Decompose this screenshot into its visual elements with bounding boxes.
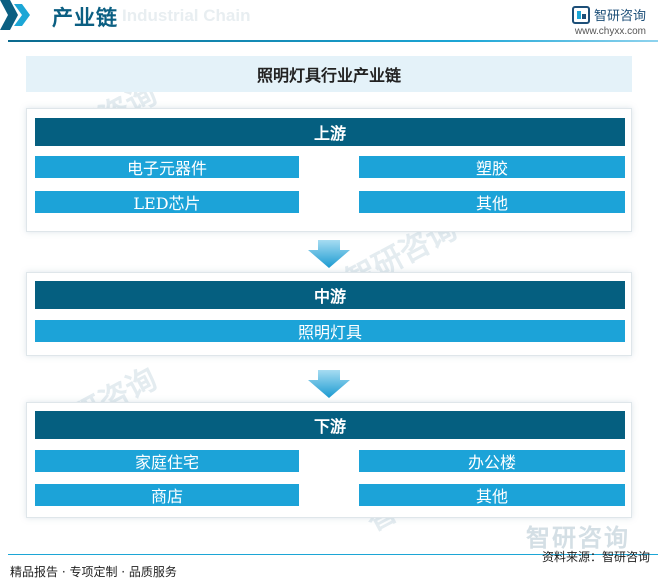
source-note: 资料来源：智研咨询 <box>541 550 650 564</box>
downstream-panel: 下游 家庭住宅 办公楼 商店 其他 <box>26 402 632 518</box>
upstream-item: 其他 <box>359 191 625 213</box>
midstream-panel: 中游 照明灯具 <box>26 272 632 356</box>
footer-divider <box>8 554 658 555</box>
brand-logo-icon <box>571 5 590 24</box>
footer-watermark: 智研咨询 <box>526 524 630 552</box>
downstream-item: 其他 <box>359 484 625 506</box>
upstream-item: LED芯片 <box>35 191 299 213</box>
upstream-item: 塑胶 <box>359 156 625 178</box>
page-title: 产业链 <box>52 6 118 30</box>
downstream-item: 商店 <box>35 484 299 506</box>
footer-tagline: 精品报告 · 专项定制 · 品质服务 <box>10 565 177 579</box>
header-watermark: Industrial Chain <box>122 6 251 25</box>
upstream-label: 上游 <box>35 118 625 146</box>
downstream-label: 下游 <box>35 411 625 439</box>
flow-arrow-icon <box>308 240 350 268</box>
downstream-item: 办公楼 <box>359 450 625 472</box>
header-divider <box>8 40 658 42</box>
flow-arrow-icon <box>308 370 350 398</box>
header-accent-chevrons <box>0 0 30 30</box>
brand-name: 智研咨询 <box>593 9 646 24</box>
brand: 智研咨询 <box>571 5 646 24</box>
brand-url: www.chyxx.com <box>574 26 646 37</box>
upstream-item: 电子元器件 <box>35 156 299 178</box>
midstream-label: 中游 <box>35 281 625 309</box>
diagram-title: 照明灯具行业产业链 <box>26 56 632 92</box>
midstream-item: 照明灯具 <box>35 320 625 342</box>
upstream-panel: 上游 电子元器件 塑胶 LED芯片 其他 <box>26 108 632 232</box>
downstream-item: 家庭住宅 <box>35 450 299 472</box>
